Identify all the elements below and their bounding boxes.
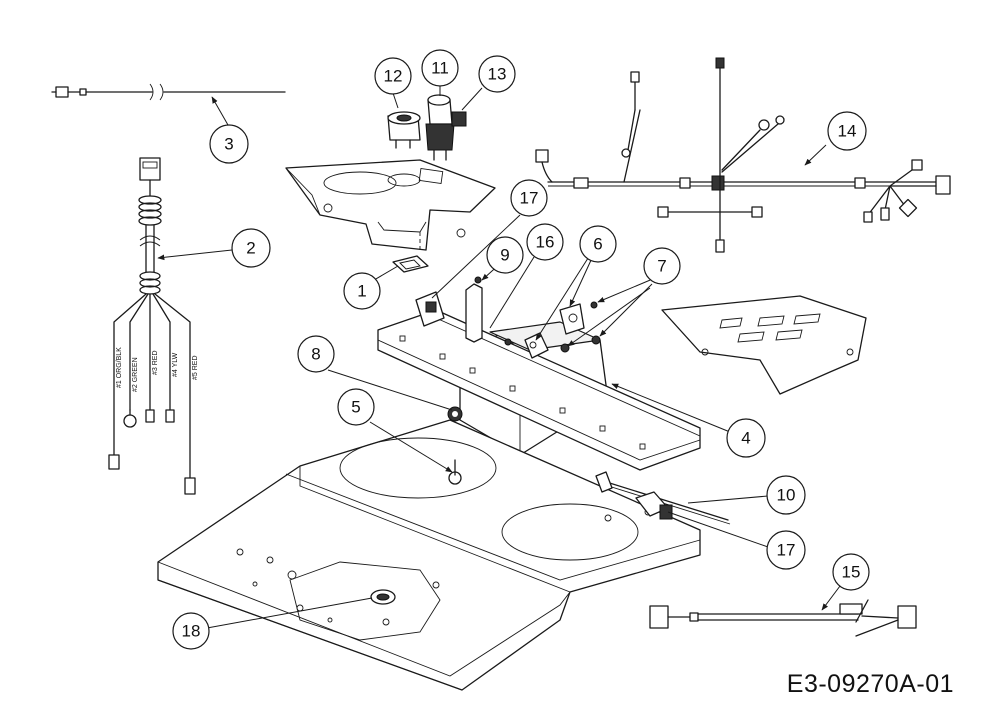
svg-text:16: 16 xyxy=(536,233,555,252)
callout-3: 3 xyxy=(209,124,249,164)
svg-text:18: 18 xyxy=(182,622,201,641)
dash-panel xyxy=(285,159,496,252)
svg-text:9: 9 xyxy=(500,246,509,265)
callout-10: 10 xyxy=(766,475,806,515)
wire-part-3 xyxy=(51,83,286,101)
connector-part-13 xyxy=(451,111,467,127)
wire-label-1: #1 ORG/BLK xyxy=(116,347,123,388)
ignition-switch-part-11 xyxy=(425,94,455,161)
switch-part-12 xyxy=(387,111,421,149)
callout-7: 7 xyxy=(643,247,681,285)
svg-text:14: 14 xyxy=(838,122,857,141)
svg-text:5: 5 xyxy=(351,398,360,417)
callout-8: 8 xyxy=(297,335,335,373)
callout-4: 4 xyxy=(726,418,766,458)
callout-13: 13 xyxy=(478,55,516,93)
svg-text:3: 3 xyxy=(224,135,233,154)
svg-text:4: 4 xyxy=(741,429,750,448)
hold-down-part-9 xyxy=(465,276,483,343)
cable-tie-part-10 xyxy=(595,471,731,525)
svg-text:13: 13 xyxy=(488,65,507,84)
svg-text:8: 8 xyxy=(311,345,320,364)
callout-1: 1 xyxy=(343,272,381,310)
wire-label-5: #5 RED xyxy=(192,355,199,380)
nut-part-8 xyxy=(447,406,463,422)
callout-6: 6 xyxy=(579,225,617,263)
callout-15: 15 xyxy=(832,553,870,591)
battery-cable-part-2: #1 ORG/BLK #2 GREEN #3 RED #4 YLW #5 RED xyxy=(108,157,199,495)
wire-label-3: #3 RED xyxy=(152,350,159,375)
diagram-code: E3-09270A-01 xyxy=(786,670,954,698)
deck-plate xyxy=(157,419,701,691)
callout-16: 16 xyxy=(526,223,564,261)
bolt-part-7 xyxy=(504,301,601,353)
svg-text:17: 17 xyxy=(520,189,539,208)
callout-2: 2 xyxy=(231,228,271,268)
wire-label-2: #2 GREEN xyxy=(132,357,139,392)
svg-text:7: 7 xyxy=(657,257,666,276)
svg-text:2: 2 xyxy=(246,239,255,258)
relay-part-17-lower xyxy=(635,491,673,520)
callout-17-top: 17 xyxy=(510,179,548,217)
callout-14: 14 xyxy=(827,111,867,151)
svg-text:17: 17 xyxy=(777,541,796,560)
svg-text:12: 12 xyxy=(384,67,403,86)
callout-11: 11 xyxy=(421,49,459,87)
callout-17-lower: 17 xyxy=(766,530,806,570)
wire-harness-part-14 xyxy=(535,57,951,253)
relay-part-17-upper xyxy=(415,291,445,327)
wire-label-4: #4 YLW xyxy=(172,352,179,377)
wire-harness-part-15 xyxy=(649,599,917,637)
grommet-part-1 xyxy=(392,255,429,273)
callout-18: 18 xyxy=(172,612,210,650)
svg-text:1: 1 xyxy=(357,282,366,301)
callout-9: 9 xyxy=(486,236,524,274)
side-cover xyxy=(661,295,867,395)
svg-text:6: 6 xyxy=(593,235,602,254)
svg-text:15: 15 xyxy=(842,563,861,582)
svg-text:11: 11 xyxy=(431,59,449,78)
callout-5: 5 xyxy=(337,388,375,426)
callout-12: 12 xyxy=(374,57,412,95)
svg-text:10: 10 xyxy=(777,486,796,505)
